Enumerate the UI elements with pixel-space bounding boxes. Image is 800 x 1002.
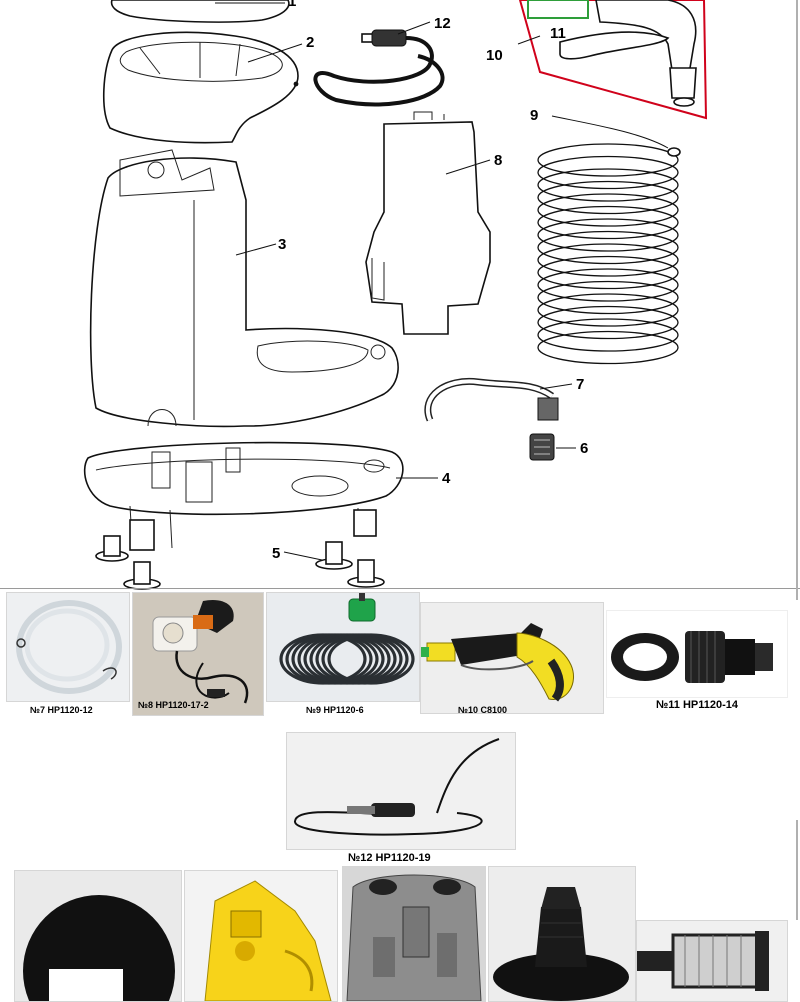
callout-9: 9 — [530, 107, 538, 124]
photo-short-hose — [6, 592, 130, 702]
section-divider — [0, 588, 800, 589]
coil-ring — [537, 268, 679, 302]
coil-ring — [537, 318, 679, 352]
photo-filter — [636, 920, 788, 1002]
photo-caption: №12 HP1120-19 — [348, 852, 431, 864]
photo-power-cord — [286, 732, 516, 850]
photo-caption: №7 HP1120-12 — [30, 705, 93, 715]
coil-ring — [537, 218, 679, 252]
coil-ring — [537, 330, 679, 365]
part-base-tray — [83, 441, 438, 551]
coil-ring — [537, 255, 679, 290]
coil-ring — [537, 168, 679, 202]
coil-ring — [537, 230, 679, 265]
coil-ring — [537, 293, 679, 327]
coil-ring — [537, 205, 679, 240]
photo-adapter — [606, 610, 788, 698]
photo-base-underside — [342, 866, 486, 1002]
coil-ring — [537, 180, 679, 215]
callout-10: 10 — [486, 47, 503, 64]
part-coiled-hose — [537, 115, 681, 365]
callout-12: 12 — [434, 15, 451, 32]
photo-rubber-foot — [488, 866, 636, 1002]
callout-6: 6 — [580, 440, 588, 457]
part-pump — [365, 111, 491, 335]
part-spray-gun — [517, 0, 708, 120]
right-border-line — [796, 0, 798, 600]
right-border-line-lower — [796, 820, 798, 920]
coil-ring — [537, 305, 679, 340]
part-filter — [529, 433, 576, 461]
coil-ring — [537, 280, 679, 315]
part-main-body — [89, 149, 399, 428]
photo-black-disc — [14, 870, 182, 1002]
part-top-housing — [102, 31, 303, 144]
photo-caption: №8 HP1120-17-2 — [138, 700, 209, 710]
photo-yellow-part — [184, 870, 338, 1002]
photo-caption: №10 C8100 — [458, 705, 508, 715]
coil-ring — [537, 193, 679, 227]
callout-4: 4 — [442, 470, 451, 487]
photo-caption: №9 HP1120-6 — [306, 705, 364, 715]
coil-ring — [537, 243, 679, 277]
coil-ring — [537, 143, 679, 177]
callout-11: 11 — [550, 25, 566, 42]
part-power-cord — [313, 21, 445, 107]
callout-5: 5 — [272, 545, 280, 562]
part-feet — [95, 535, 385, 590]
callout-1: 1 — [288, 0, 296, 10]
callout-7: 7 — [576, 376, 584, 393]
photo-coil-ring — [327, 633, 415, 685]
callout-3: 3 — [278, 236, 286, 253]
part-short-hose — [424, 377, 573, 422]
photo-pump — [132, 592, 264, 716]
callout-2: 2 — [306, 34, 314, 51]
photo-caption: №11 HP1120-14 — [656, 699, 738, 711]
coil-ring — [537, 155, 679, 190]
part-lid — [110, 0, 290, 23]
photo-coiled-hose — [266, 592, 420, 702]
photo-spray-nozzle — [420, 602, 604, 714]
callout-8: 8 — [494, 152, 502, 169]
